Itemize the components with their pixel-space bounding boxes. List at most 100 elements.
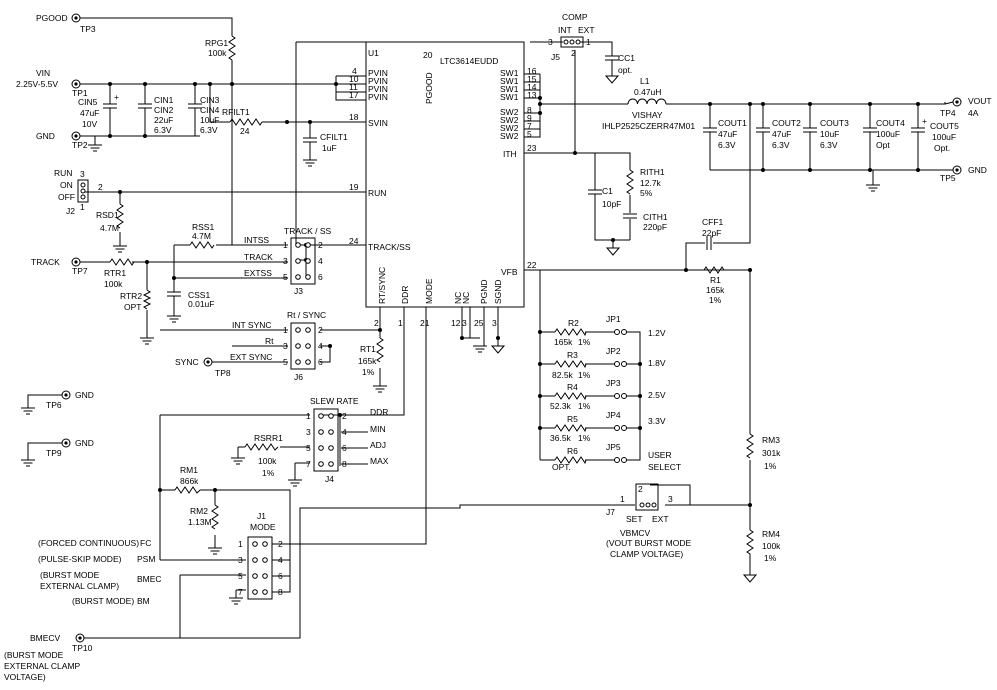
tp-id: TP8 bbox=[215, 368, 231, 378]
svg-text:6.3V: 6.3V bbox=[200, 125, 218, 135]
test-points: PGOOD TP3 VIN 2.25V-5.5V TP1 GND TP2 TRA… bbox=[16, 13, 992, 653]
svg-text:CFILT1: CFILT1 bbox=[320, 132, 348, 142]
svg-text:3: 3 bbox=[80, 169, 85, 179]
svg-text:47uF: 47uF bbox=[718, 129, 737, 139]
svg-text:2: 2 bbox=[571, 48, 576, 58]
svg-text:JP1: JP1 bbox=[606, 314, 621, 324]
svg-text:1: 1 bbox=[80, 202, 85, 212]
output-select-network: R2 165k 1% JP1 1.2V R3 82.5k 1% JP2 1.8V… bbox=[550, 314, 681, 472]
svg-text:165k: 165k bbox=[358, 356, 377, 366]
bmecv-note: (BURST MODE EXTERNAL CLAMP VOLTAGE) bbox=[4, 650, 81, 682]
svg-text:R5: R5 bbox=[567, 414, 578, 424]
tp-vout: VOUT 4A TP4 bbox=[940, 96, 992, 118]
svg-text:USER: USER bbox=[648, 450, 672, 460]
svg-text:6.3V: 6.3V bbox=[154, 125, 172, 135]
svg-text:0.47uH: 0.47uH bbox=[634, 87, 661, 97]
svg-text:100uF: 100uF bbox=[876, 129, 900, 139]
svg-text:36.5k: 36.5k bbox=[550, 433, 572, 443]
svg-text:RUN: RUN bbox=[54, 168, 72, 178]
svg-text:L1: L1 bbox=[640, 76, 650, 86]
pin-name: SGND bbox=[493, 279, 503, 304]
tp-label: GND bbox=[36, 131, 55, 141]
svg-text:+: + bbox=[922, 116, 927, 126]
svg-text:4: 4 bbox=[318, 256, 323, 266]
svg-text:VOLTAGE): VOLTAGE) bbox=[4, 672, 46, 682]
pin-name: PVIN bbox=[368, 76, 388, 86]
svg-text:2: 2 bbox=[318, 325, 323, 335]
svg-text:1%: 1% bbox=[578, 337, 591, 347]
tp-label: VIN bbox=[36, 68, 50, 78]
svg-text:J3: J3 bbox=[294, 286, 303, 296]
svg-text:1%: 1% bbox=[262, 468, 275, 478]
pin-name: NC bbox=[461, 292, 471, 304]
svg-text:SELECT: SELECT bbox=[648, 462, 681, 472]
svg-text:DDR: DDR bbox=[370, 407, 388, 417]
svg-text:COUT5: COUT5 bbox=[930, 121, 959, 131]
pin-name: SW2 bbox=[500, 107, 519, 117]
svg-text:1%: 1% bbox=[362, 367, 375, 377]
pin-num: 15 bbox=[527, 74, 537, 84]
vout-row-1v8: R3 82.5k 1% JP2 1.8V bbox=[552, 346, 666, 380]
svg-text:Opt: Opt bbox=[876, 140, 890, 150]
pin-num: 8 bbox=[527, 105, 532, 115]
svg-text:CIN3: CIN3 bbox=[200, 95, 220, 105]
svg-text:CLAMP VOLTAGE): CLAMP VOLTAGE) bbox=[610, 549, 683, 559]
svg-text:COUT1: COUT1 bbox=[718, 118, 747, 128]
svg-text:SLEW RATE: SLEW RATE bbox=[310, 396, 359, 406]
svg-text:RM3: RM3 bbox=[762, 435, 780, 445]
svg-text:5: 5 bbox=[306, 443, 311, 453]
svg-text:Opt.: Opt. bbox=[934, 143, 950, 153]
svg-text:24: 24 bbox=[240, 126, 250, 136]
svg-text:RSS1: RSS1 bbox=[192, 222, 214, 232]
svg-text:165k: 165k bbox=[706, 285, 725, 295]
pin-num: 14 bbox=[527, 82, 537, 92]
pin-num: 25 bbox=[474, 318, 484, 328]
ic-ref: U1 bbox=[368, 48, 379, 58]
vout-row-2v5: R4 52.3k 1% JP3 2.5V bbox=[550, 378, 666, 411]
tp-label: SYNC bbox=[175, 357, 199, 367]
svg-text:866k: 866k bbox=[180, 476, 199, 486]
tp-label: PGOOD bbox=[36, 13, 68, 23]
svg-text:CITH1: CITH1 bbox=[643, 212, 668, 222]
pin-name: RT/SYNC bbox=[377, 267, 387, 304]
pin-num: 20 bbox=[423, 50, 433, 60]
ground-symbols bbox=[20, 75, 881, 605]
pin-num: 2 bbox=[374, 318, 379, 328]
pin-name: PGND bbox=[479, 279, 489, 304]
svg-text:100k: 100k bbox=[208, 48, 227, 58]
pin-name: PVIN bbox=[368, 68, 388, 78]
pin-num: 23 bbox=[527, 143, 537, 153]
pin-num: 1 bbox=[398, 318, 403, 328]
svg-text:6.3V: 6.3V bbox=[718, 140, 736, 150]
tp-vin: VIN 2.25V-5.5V TP1 bbox=[16, 68, 88, 98]
junctions bbox=[108, 82, 920, 507]
svg-text:OPT: OPT bbox=[124, 302, 141, 312]
svg-text:3.3V: 3.3V bbox=[648, 416, 666, 426]
svg-text:JP2: JP2 bbox=[606, 346, 621, 356]
pin-name: SW2 bbox=[500, 131, 519, 141]
svg-text:COUT4: COUT4 bbox=[876, 118, 905, 128]
svg-text:RM2: RM2 bbox=[190, 506, 208, 516]
svg-text:(PULSE-SKIP MODE): (PULSE-SKIP MODE) bbox=[38, 554, 122, 564]
svg-text:1uF: 1uF bbox=[322, 143, 337, 153]
svg-text:TRACK / SS: TRACK / SS bbox=[284, 226, 332, 236]
svg-text:10uF: 10uF bbox=[820, 129, 839, 139]
svg-text:EXTERNAL CLAMP: EXTERNAL CLAMP bbox=[4, 661, 81, 671]
tp-gnd-tp2: GND TP2 bbox=[36, 131, 88, 150]
pin-name: SW1 bbox=[500, 92, 519, 102]
svg-text:6: 6 bbox=[318, 357, 323, 367]
svg-text:100k: 100k bbox=[104, 279, 123, 289]
svg-text:22pF: 22pF bbox=[702, 228, 721, 238]
pin-name: SW1 bbox=[500, 68, 519, 78]
svg-text:RM4: RM4 bbox=[762, 529, 780, 539]
svg-text:BMEC: BMEC bbox=[137, 574, 162, 584]
svg-text:JP5: JP5 bbox=[606, 442, 621, 452]
resistors: RPG1 100k RFILT1 24 RSD1 4.7M RSS1 4.7M … bbox=[96, 35, 781, 563]
svg-text:EXT: EXT bbox=[652, 514, 669, 524]
vout-row-3v3: R5 36.5k 1% JP4 3.3V bbox=[550, 410, 666, 443]
